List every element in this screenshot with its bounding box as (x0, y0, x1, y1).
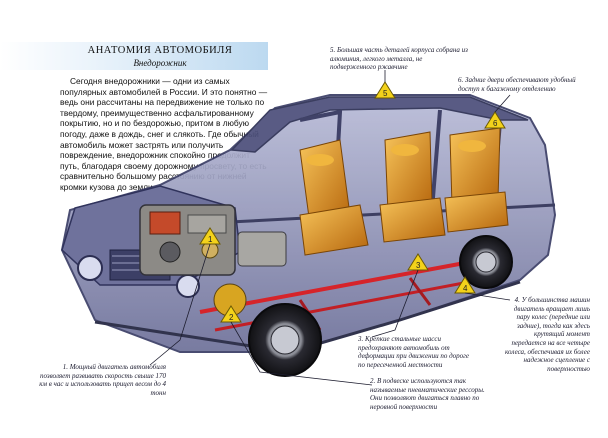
callout-4-text: 4. У большинства машин двигатель вращает… (505, 296, 590, 373)
leader-lines (149, 70, 511, 386)
wheels (213, 235, 513, 377)
seats (299, 127, 509, 256)
callout-1-text: 1. Мощный двигатель автомобиля позволяет… (39, 363, 166, 397)
intro-paragraph: Сегодня внедорожники — одни из самых поп… (60, 76, 268, 192)
page-title: АНАТОМИЯ АВТОМОБИЛЯ (87, 45, 233, 56)
callout-markers: 1 2 3 4 5 6 (199, 81, 506, 323)
marker-6: 6 (484, 111, 506, 129)
callout-6-text: 6. Задние двери обеспечивают удобный дос… (458, 76, 576, 93)
svg-text:5: 5 (383, 89, 388, 98)
page-subtitle: Внедорожник (133, 58, 187, 68)
svg-text:2: 2 (229, 313, 234, 322)
callout-3-text: 3. Крепкие стальные шасси предохраняют а… (358, 335, 470, 369)
svg-text:6: 6 (493, 119, 498, 128)
svg-text:3: 3 (416, 261, 421, 270)
marker-5: 5 (374, 81, 396, 99)
svg-text:4: 4 (463, 284, 468, 293)
engine-block (139, 204, 287, 276)
callout-2-text: 2. В подвеске используются так называемы… (370, 377, 485, 411)
header-band (0, 42, 268, 70)
svg-text:1: 1 (208, 235, 213, 244)
callout-5-text: 5. Большая часть деталей корпуса собрана… (330, 46, 468, 72)
